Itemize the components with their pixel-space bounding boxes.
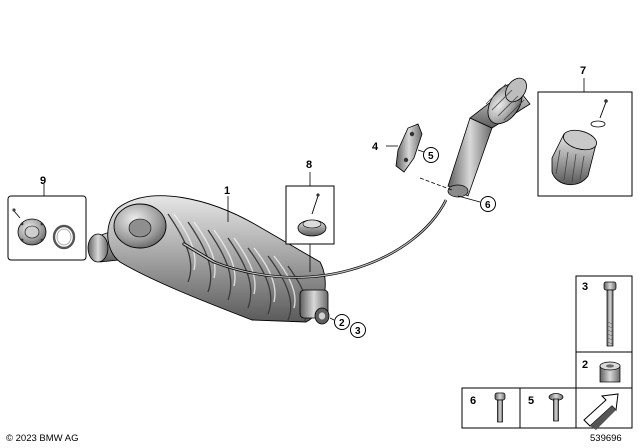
callout-6-circle: 6 [485,200,491,211]
valve-kit-group: 8 [285,159,335,245]
parts-box-label-6: 6 [470,395,476,407]
preload-adjuster-illustration [447,77,531,198]
seal-kit-group: 9 [7,175,87,261]
screw-bracket-illustration [548,393,564,422]
shock-absorber-illustration [87,195,330,325]
bolt-long-illustration [603,281,617,347]
o-ring-illustration [52,224,76,250]
bracket-illustration [395,123,423,173]
callout-5-circle: 5 [428,151,434,162]
parts-box-label-5: 5 [528,395,534,407]
callout-8: 8 [306,159,312,171]
copyright-text: © 2023 BMW AG [6,433,79,444]
spacer-illustration [599,361,621,383]
diagram-id: 539696 [590,433,622,444]
parts-box-label-3: 3 [582,281,588,293]
callout-2-circle: 2 [339,318,345,329]
parts-box-column: 3 2 6 5 [461,275,633,430]
callout-7: 7 [580,65,586,77]
callout-1: 1 [224,185,230,197]
screw-adjuster-illustration [494,392,506,423]
knob-kit-group: 7 [537,65,633,197]
valve-cap-illustration [12,208,47,246]
callout-9: 9 [40,175,46,187]
parts-box-label-2: 2 [582,359,588,371]
callout-4: 4 [372,141,379,153]
callout-3-circle: 3 [355,326,361,337]
